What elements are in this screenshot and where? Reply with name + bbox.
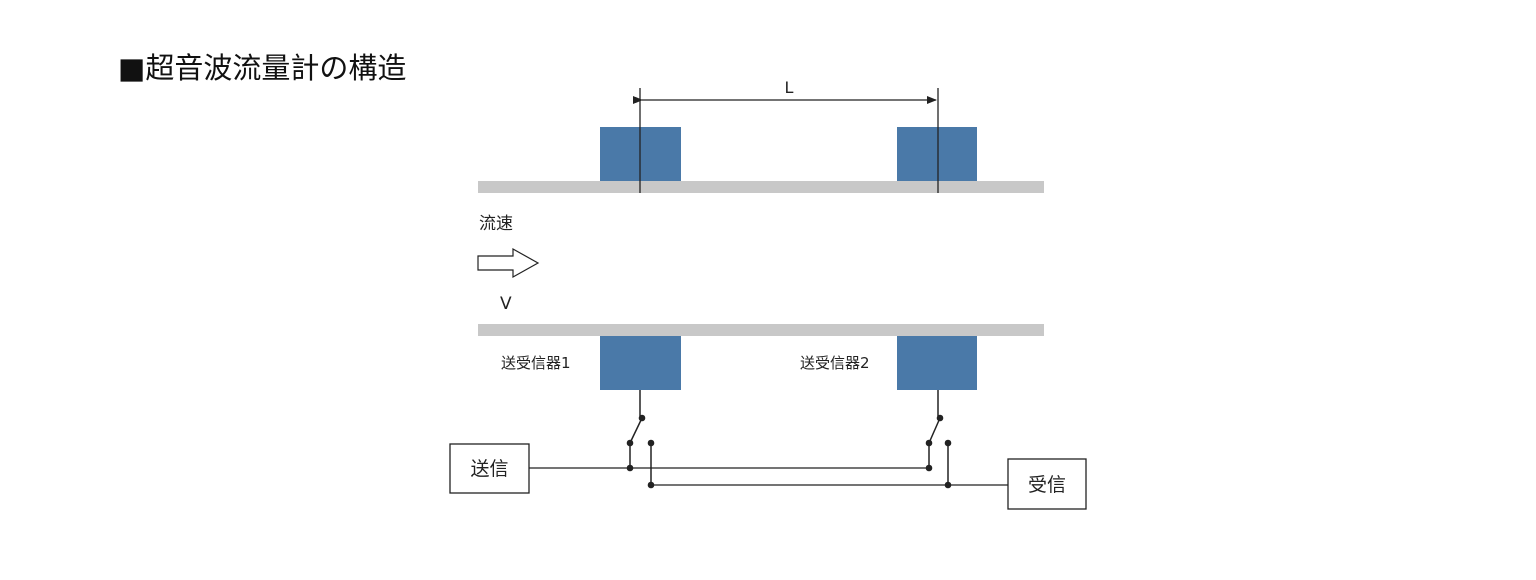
flow-arrow-icon [477, 247, 540, 279]
pipe-wall-bottom [478, 324, 1044, 336]
transducer-1-label: 送受信器1 [501, 354, 571, 372]
velocity-label: V [500, 294, 512, 314]
switch-1 [629, 390, 652, 485]
transmit-box [449, 443, 530, 494]
receive-box [1007, 458, 1087, 510]
switch-2 [928, 390, 949, 485]
page-title: ■超音波流量計の構造 [118, 51, 407, 85]
pipe-wall-top [478, 181, 1044, 193]
transducer-2 [897, 336, 977, 390]
transmit-label: 送信 [470, 458, 508, 480]
switch-1-nodes [626, 414, 655, 489]
flow-label: 流速 [479, 214, 513, 234]
receive-label: 受信 [1028, 474, 1066, 496]
switch-2-nodes [925, 414, 952, 489]
transducer-1 [600, 336, 681, 390]
transducer-2-label: 送受信器2 [800, 354, 870, 372]
top-transducer-right [897, 127, 977, 181]
distance-label: L [785, 78, 794, 97]
